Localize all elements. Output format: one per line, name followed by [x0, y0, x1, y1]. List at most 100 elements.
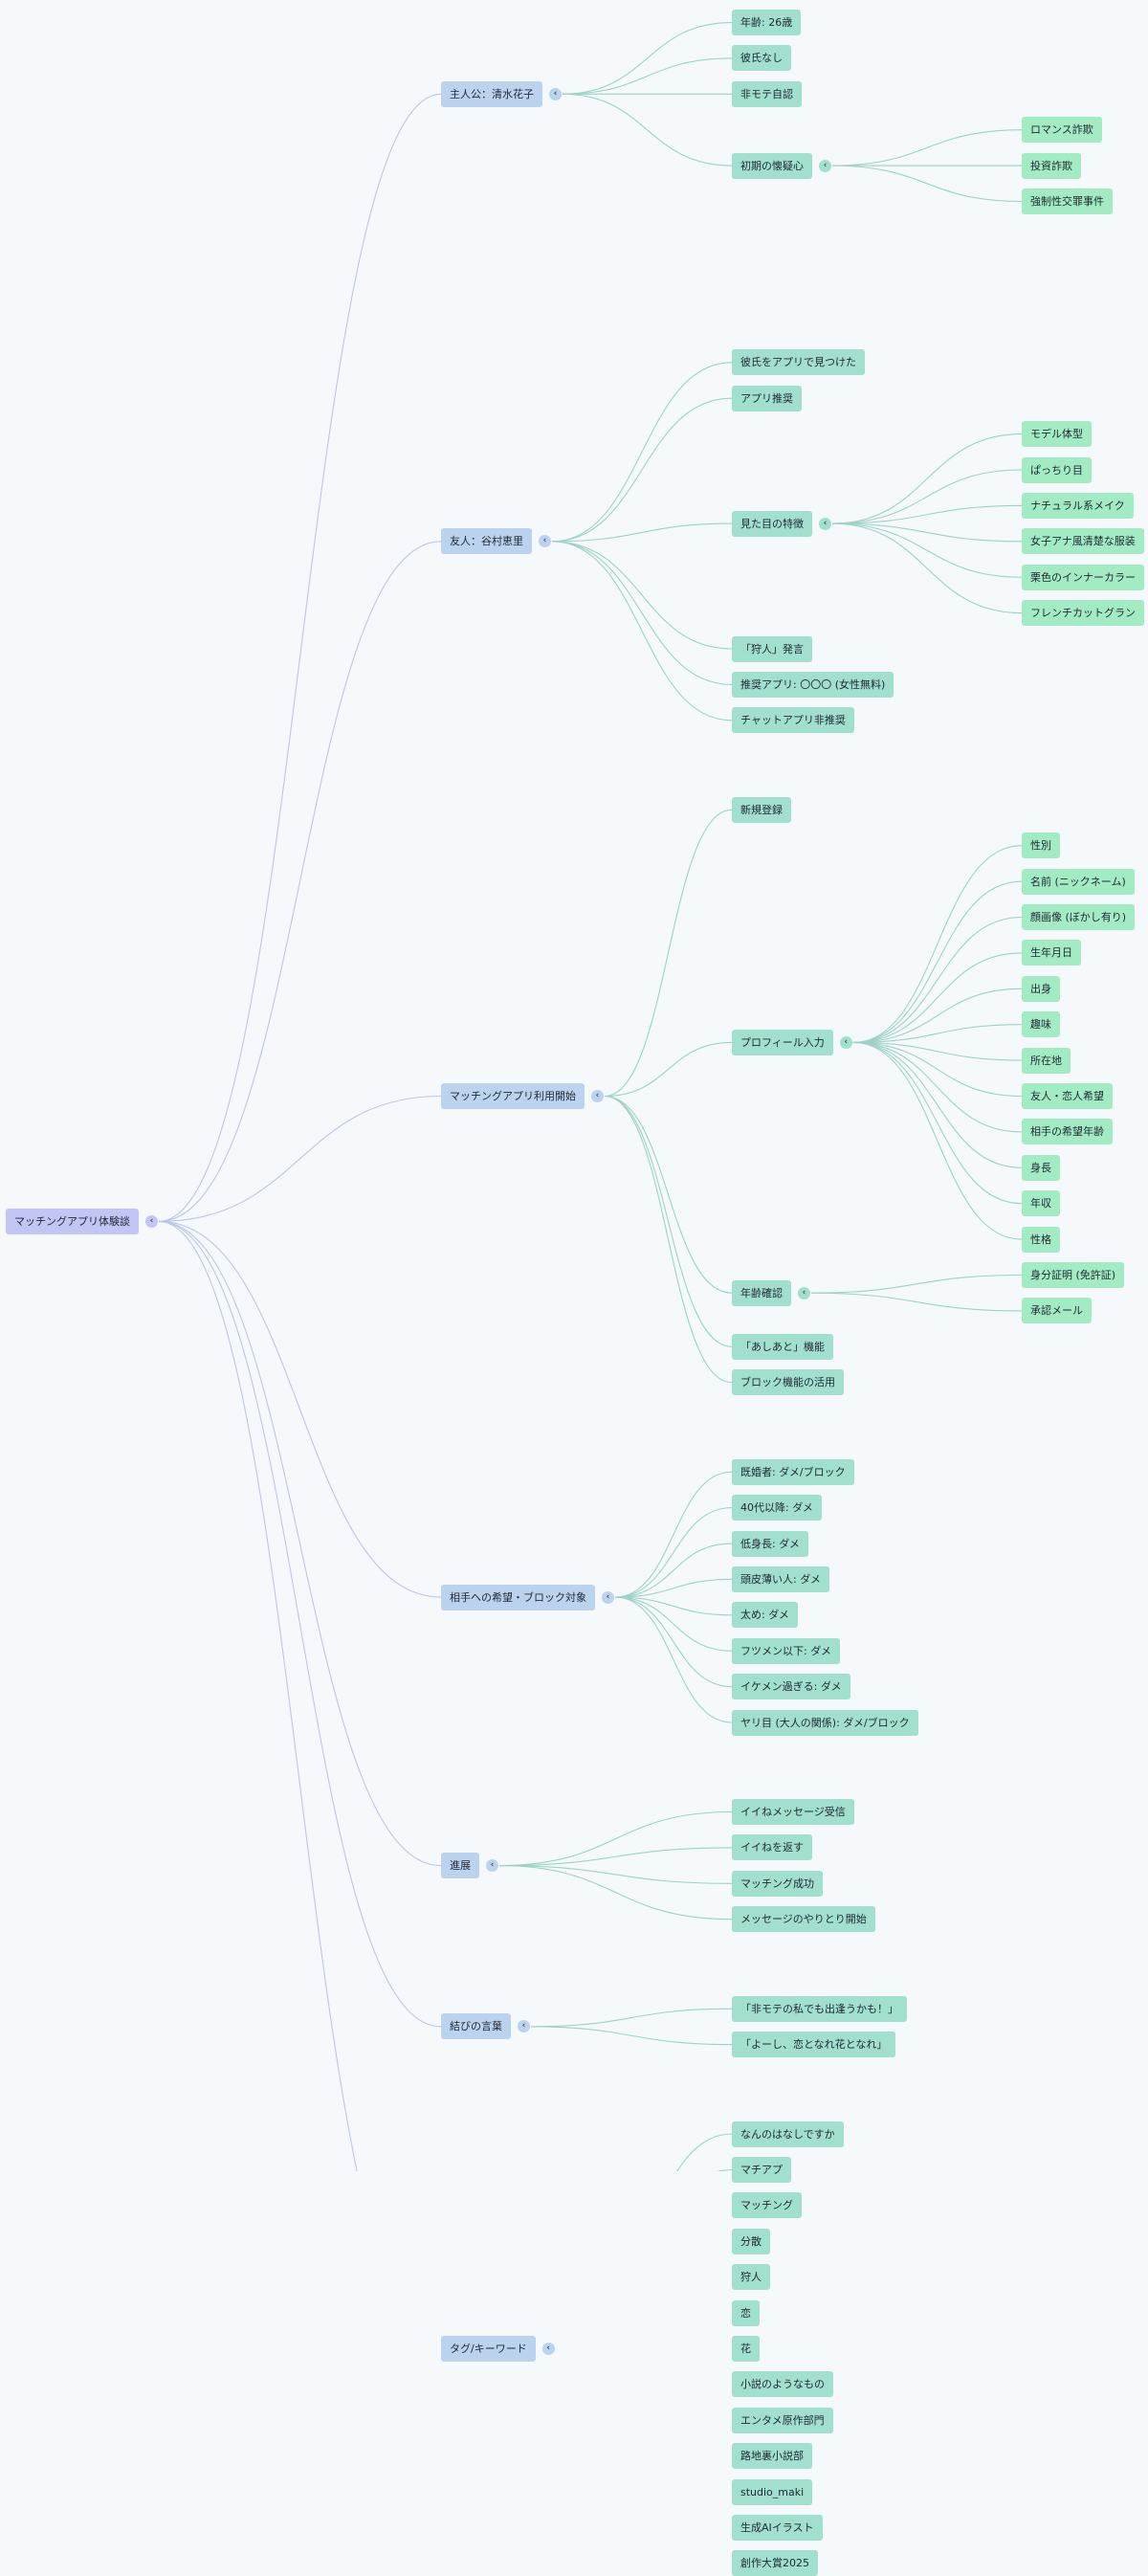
topic-node-b7c10[interactable]: 路地裏小説部 — [732, 2443, 812, 2470]
topic-node-b5c1[interactable]: イイねメッセージ受信 — [732, 1799, 854, 1825]
edge-b2c2 — [551, 397, 733, 543]
topic-node-b7c7[interactable]: 花 — [732, 2336, 760, 2362]
topic-node-b5c2[interactable]: イイねを返す — [732, 1834, 812, 1861]
topic-node-b7c4[interactable]: 分散 — [732, 2228, 770, 2254]
root-node[interactable]: マッチングアプリ体験談 — [6, 1208, 139, 1234]
topic-node-b2c3[interactable]: 見た目の特徴 — [732, 510, 812, 537]
topic-node-b3c3b[interactable]: 承認メール — [1022, 1298, 1092, 1324]
topic-node-b4c7[interactable]: イケメン過ぎる: ダメ — [732, 1674, 850, 1700]
topic-node-b1c4[interactable]: 初期の懐疑心 — [732, 152, 812, 179]
edge-b3c2k — [852, 1041, 1023, 1205]
edge-b3c2c — [852, 916, 1023, 1043]
edge-b2c4 — [551, 541, 733, 650]
topic-node-b3c3[interactable]: 年齢確認 — [732, 1279, 791, 1306]
topic-node-b4c2[interactable]: 40代以降: ダメ — [732, 1495, 822, 1521]
topic-node-b2c3f[interactable]: フレンチカットグラン — [1022, 600, 1144, 627]
topic-node-b3c2b[interactable]: 名前 (ニックネーム) — [1022, 868, 1135, 895]
topic-node-b7c3[interactable]: マッチング — [732, 2192, 802, 2219]
topic-node-b5c3[interactable]: マッチング成功 — [732, 1870, 823, 1897]
topic-node-b3c2f[interactable]: 趣味 — [1022, 1011, 1060, 1038]
topic-node-b2c2[interactable]: アプリ推奨 — [732, 385, 802, 411]
edge-b1c4a — [831, 129, 1023, 167]
topic-node-b3c2d[interactable]: 生年月日 — [1022, 940, 1081, 966]
collapse-toggle-icon[interactable]: ‹ — [798, 1286, 810, 1299]
branch-node-b1[interactable]: 主人公：清水花子 — [441, 80, 542, 107]
topic-node-b1c2[interactable]: 彼氏なし — [732, 45, 791, 72]
topic-node-b2c3a[interactable]: モデル体型 — [1022, 421, 1092, 448]
topic-node-b5c4[interactable]: メッセージのやりとり開始 — [732, 1906, 875, 1933]
topic-node-b2c5[interactable]: 推奨アプリ: 〇〇〇 (女性無料) — [732, 671, 894, 698]
branch-node-b4[interactable]: 相手への希望・ブロック対象 — [441, 1584, 595, 1610]
topic-node-b3c2h[interactable]: 友人・恋人希望 — [1022, 1083, 1113, 1109]
collapse-toggle-icon[interactable]: ‹ — [839, 1035, 852, 1049]
topic-node-b3c1[interactable]: 新規登録 — [732, 796, 791, 823]
topic-node-b7c1[interactable]: なんのはなしですか — [732, 2121, 844, 2147]
topic-node-b1c4a[interactable]: ロマンス詐欺 — [1022, 117, 1102, 144]
topic-node-b4c6[interactable]: フツメン以下: ダメ — [732, 1637, 840, 1664]
topic-node-b6c1[interactable]: 「非モテの私でも出逢うかも！」 — [732, 1995, 907, 2022]
collapse-toggle-icon[interactable]: ‹ — [145, 1214, 158, 1228]
topic-node-b2c6[interactable]: チャットアプリ非推奨 — [732, 707, 854, 734]
topic-node-b2c1[interactable]: 彼氏をアプリで見つけた — [732, 349, 865, 376]
topic-node-b3c2l[interactable]: 性格 — [1022, 1226, 1060, 1253]
collapse-toggle-icon[interactable]: ‹ — [591, 1090, 604, 1102]
edge-b5c2 — [498, 1847, 733, 1867]
topic-node-b1c3[interactable]: 非モテ自認 — [732, 80, 802, 107]
topic-node-b7c8[interactable]: 小説のようなもの — [732, 2371, 833, 2398]
topic-node-b3c3a[interactable]: 身分証明 (免許証) — [1022, 1262, 1125, 1288]
topic-node-b7c11[interactable]: studio_maki — [732, 2478, 813, 2505]
topic-node-b7c12[interactable]: 生成AIイラスト — [732, 2515, 823, 2541]
topic-node-b1c4b[interactable]: 投資詐欺 — [1022, 152, 1081, 179]
topic-node-b4c1[interactable]: 既婚者: ダメ/ブロック — [732, 1458, 854, 1485]
topic-node-b2c3b[interactable]: ぱっちり目 — [1022, 456, 1092, 483]
edge-b3c2h — [852, 1041, 1023, 1098]
edge-b5c4 — [498, 1865, 733, 1921]
topic-node-b7c13[interactable]: 創作大賞2025 — [732, 2550, 818, 2576]
collapse-toggle-icon[interactable]: ‹ — [539, 535, 551, 548]
edge-b4c2 — [614, 1507, 733, 1598]
topic-node-b2c3c[interactable]: ナチュラル系メイク — [1022, 492, 1134, 519]
topic-node-b3c2k[interactable]: 年収 — [1022, 1190, 1060, 1217]
topic-node-b3c4[interactable]: 「あしあと」機能 — [732, 1333, 833, 1360]
edge-b3c1 — [604, 809, 733, 1098]
branch-node-b7[interactable]: タグ/キーワード — [441, 2336, 536, 2362]
collapse-toggle-icon[interactable]: ‹ — [602, 1590, 614, 1604]
topic-node-b4c3[interactable]: 低身長: ダメ — [732, 1530, 808, 1557]
topic-node-b3c5[interactable]: ブロック機能の活用 — [732, 1369, 844, 1396]
topic-node-b1c1[interactable]: 年齢: 26歳 — [732, 10, 802, 35]
branch-node-b6[interactable]: 結びの言葉 — [441, 2013, 511, 2040]
topic-node-b7c2[interactable]: マチアプ — [732, 2157, 791, 2183]
collapse-toggle-icon[interactable]: ‹ — [549, 87, 562, 100]
topic-node-b7c9[interactable]: エンタメ原作部門 — [732, 2407, 833, 2433]
branch-node-b2[interactable]: 友人：谷村恵里 — [441, 528, 532, 555]
topic-node-b6c2[interactable]: 「よーし、恋となれ花となれ」 — [732, 2032, 896, 2058]
collapse-toggle-icon[interactable]: ‹ — [819, 517, 831, 530]
branch-node-b5[interactable]: 進展 — [441, 1853, 479, 1879]
collapse-toggle-icon[interactable]: ‹ — [541, 2343, 555, 2355]
branch-node-b3[interactable]: マッチングアプリ利用開始 — [441, 1083, 585, 1109]
topic-node-b3c2g[interactable]: 所在地 — [1022, 1047, 1071, 1074]
topic-node-b4c8[interactable]: ヤリ目 (大人の関係): ダメ/ブロック — [732, 1709, 918, 1736]
topic-node-b7c5[interactable]: 狩人 — [732, 2264, 770, 2291]
topic-node-b3c2[interactable]: プロフィール入力 — [732, 1029, 833, 1055]
topic-node-b2c3e[interactable]: 栗色のインナーカラー — [1022, 564, 1144, 590]
topic-node-b7c6[interactable]: 恋 — [732, 2299, 760, 2326]
collapse-toggle-icon[interactable]: ‹ — [819, 159, 831, 172]
edge-b3c4 — [604, 1095, 733, 1347]
topic-node-b3c2e[interactable]: 出身 — [1022, 975, 1060, 1002]
topic-node-b2c4[interactable]: 「狩人」発言 — [732, 635, 812, 662]
topic-node-b2c3d[interactable]: 女子アナ風清楚な服装 — [1022, 528, 1144, 555]
collapse-toggle-icon[interactable]: ‹ — [486, 1859, 498, 1873]
topic-node-b3c2a[interactable]: 性別 — [1022, 833, 1060, 859]
topic-node-b4c5[interactable]: 太め: ダメ — [732, 1602, 798, 1629]
collapse-toggle-icon[interactable]: ‹ — [518, 2020, 530, 2033]
topic-node-b1c4c[interactable]: 強制性交罪事件 — [1022, 189, 1113, 214]
topic-node-b3c2c[interactable]: 顔画像 (ぼかし有り) — [1022, 904, 1136, 930]
edge-b3c5 — [604, 1095, 733, 1384]
edge-b3c2d — [852, 952, 1023, 1043]
topic-node-b3c2j[interactable]: 身長 — [1022, 1154, 1060, 1181]
topic-node-b3c2i[interactable]: 相手の希望年齢 — [1022, 1119, 1113, 1145]
topic-node-b4c4[interactable]: 頭皮薄い人: ダメ — [732, 1566, 829, 1592]
edge-b2c3c — [831, 504, 1023, 524]
edge-b3c3a — [810, 1274, 1023, 1294]
